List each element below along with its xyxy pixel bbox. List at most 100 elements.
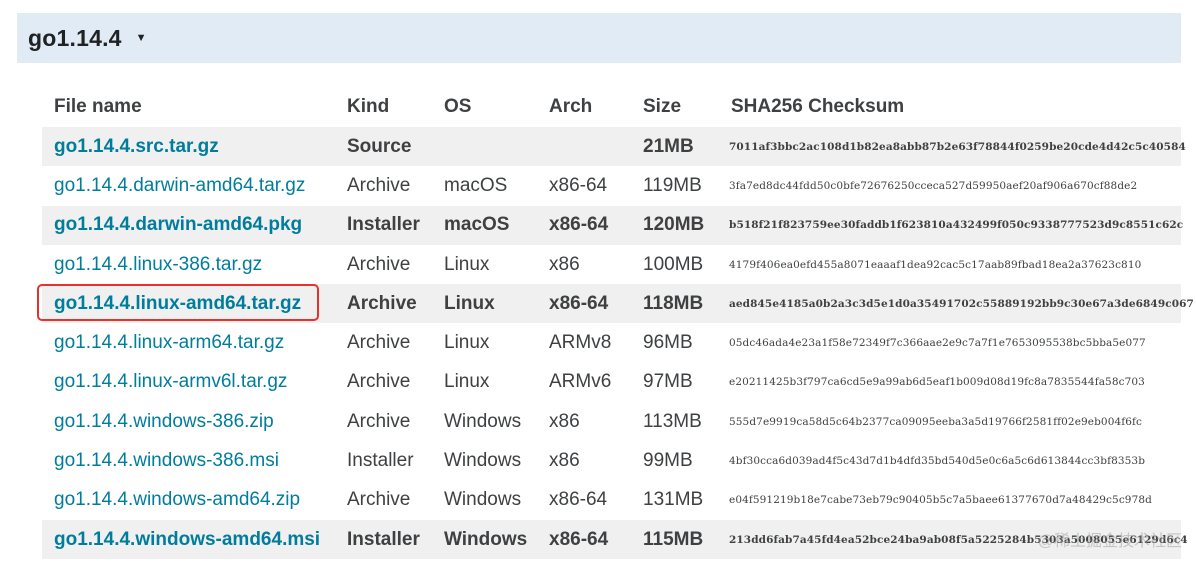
column-header-file-name: File name [54,96,142,117]
os-cell [432,127,537,167]
size-cell: 115MB [631,519,719,560]
sha256-cell: 7011af3bbc2ac108d1b82ea8abb87b2e63f78844… [719,127,1186,167]
sha256-cell: e20211425b3f797ca6cd5e9a99ab6d5eaf1b009d… [729,376,1145,389]
size-cell: 21MB [631,127,719,167]
download-link[interactable]: go1.14.4.src.tar.gz [54,135,219,157]
column-header-os: OS [444,96,472,117]
size-cell: 97MB [643,371,693,393]
sha256-cell: 555d7e9919ca58d5c64b2377ca09095eeba3a5d1… [729,415,1143,428]
os-cell: Linux [432,284,537,324]
download-link[interactable]: go1.14.4.darwin-amd64.tar.gz [54,174,306,196]
table-header-row: File name Kind OS Arch Size SHA256 Check… [42,87,1181,127]
table-row: go1.14.4.linux-armv6l.tar.gz Archive Linux… [42,363,1181,402]
kind-cell: Archive [347,489,411,511]
version-header[interactable]: go1.14.4 ▼ [17,13,1181,63]
sha256-cell: 3fa7ed8dc44fdd50c0bfe72676250cceca527d59… [729,179,1138,192]
file-name-cell: go1.14.4.linux-armv6l.tar.gz [42,363,335,402]
arch-cell [537,127,631,167]
arch-cell: x86 [549,253,580,275]
arch-cell: ARMv6 [549,371,612,393]
kind-cell: Archive [347,332,411,354]
arch-cell: x86 [549,410,580,432]
file-name-cell: go1.14.4.windows-386.zip [42,402,335,441]
download-link[interactable]: go1.14.4.windows-386.zip [54,410,274,432]
size-cell: 100MB [643,253,704,275]
table-row: go1.14.4.darwin-amd64.tar.gz Archive macOS… [42,166,1181,205]
sha256-cell: 213dd6fab7a45fd4ea52bce24ba9ab08f5a52252… [719,519,1188,560]
file-name-cell: go1.14.4.src.tar.gz [42,127,335,167]
arch-cell: x86-64 [537,519,631,560]
arch-cell: x86-64 [537,205,631,245]
sha256-cell: 4179f406ea0efd455a8071eaaaf1dea92cac5c17… [729,258,1142,271]
sha256-cell: e04f591219b18e7cabe73eb79c90405b5c7a5bae… [729,494,1152,507]
caret-down-icon[interactable]: ▼ [135,31,147,44]
os-cell: Windows [432,519,537,560]
size-cell: 120MB [631,205,719,245]
kind-cell: Installer [335,519,432,560]
column-header-sha256: SHA256 Checksum [731,96,905,117]
downloads-table: File name Kind OS Arch Size SHA256 Check… [42,87,1194,560]
sha256-cell: b518f21f823759ee30faddb1f623810a432499f0… [719,205,1183,245]
os-cell: Linux [444,371,490,393]
download-link[interactable]: go1.14.4.linux-386.tar.gz [54,253,263,275]
os-cell: Windows [444,489,522,511]
size-cell: 113MB [643,410,702,432]
column-header-arch: Arch [549,96,593,117]
os-cell: Linux [444,253,490,275]
version-title: go1.14.4 [28,24,122,51]
size-cell: 119MB [643,174,702,196]
arch-cell: ARMv8 [549,332,612,354]
download-link[interactable]: go1.14.4.darwin-amd64.pkg [54,214,303,236]
file-name-cell: go1.14.4.windows-amd64.msi [42,519,335,560]
sha256-cell: 05dc46ada4e23a1f58e72349f7c366aae2e9c7a7… [729,337,1146,350]
os-cell: macOS [444,174,508,196]
file-name-cell: go1.14.4.darwin-amd64.pkg [42,205,335,245]
os-cell: Linux [444,332,490,354]
size-cell: 99MB [643,450,693,472]
kind-cell: Archive [347,174,411,196]
file-name-cell: go1.14.4.linux-386.tar.gz [42,245,335,284]
os-cell: macOS [432,205,537,245]
table-row: go1.14.4.linux-arm64.tar.gz Archive Linux A… [42,323,1181,362]
kind-cell: Installer [335,205,432,245]
size-cell: 118MB [631,284,719,324]
size-cell: 131MB [643,489,704,511]
kind-cell: Source [335,127,432,167]
kind-cell: Installer [347,450,414,472]
download-link[interactable]: go1.14.4.windows-amd64.msi [54,528,321,550]
kind-cell: Archive [347,371,411,393]
arch-cell: x86-64 [549,489,608,511]
os-cell: Windows [444,450,522,472]
file-name-cell: go1.14.4.linux-arm64.tar.gz [42,323,335,362]
table-row: go1.14.4.windows-386.zip Archive Windows x8… [42,402,1181,441]
download-link[interactable]: go1.14.4.linux-amd64.tar.gz [54,292,302,314]
download-link[interactable]: go1.14.4.windows-amd64.zip [54,489,301,511]
watermark: @稀土掘金技术社区 [1037,533,1182,550]
kind-cell: Archive [335,284,432,324]
file-name-cell: go1.14.4.linux-amd64.tar.gz [42,284,335,324]
sha256-cell: 4bf30cca6d039ad4f5c43d7d1b4dfd35bd540d5e… [729,455,1146,468]
column-header-kind: Kind [347,96,390,117]
file-name-cell: go1.14.4.darwin-amd64.tar.gz [42,166,335,205]
table-row: go1.14.4.windows-amd64.zip Archive Windows… [42,481,1181,520]
download-link[interactable]: go1.14.4.linux-armv6l.tar.gz [54,371,288,393]
file-name-cell: go1.14.4.windows-amd64.zip [42,481,335,520]
arch-cell: x86 [549,450,580,472]
table-row: go1.14.4.windows-386.msi Installer Windows… [42,441,1181,480]
sha256-cell: aed845e4185a0b2a3c3d5e1d0a35491702c55889… [719,284,1194,324]
table-row: go1.14.4.linux-386.tar.gz Archive Linux x86… [42,245,1181,284]
download-link[interactable]: go1.14.4.windows-386.msi [54,450,279,472]
kind-cell: Archive [347,253,411,275]
arch-cell: x86-64 [537,284,631,324]
download-link[interactable]: go1.14.4.linux-arm64.tar.gz [54,332,285,354]
os-cell: Windows [444,410,522,432]
arch-cell: x86-64 [549,174,608,196]
column-header-size: Size [643,96,682,117]
size-cell: 96MB [643,332,693,354]
file-name-cell: go1.14.4.windows-386.msi [42,441,335,480]
kind-cell: Archive [347,410,411,432]
